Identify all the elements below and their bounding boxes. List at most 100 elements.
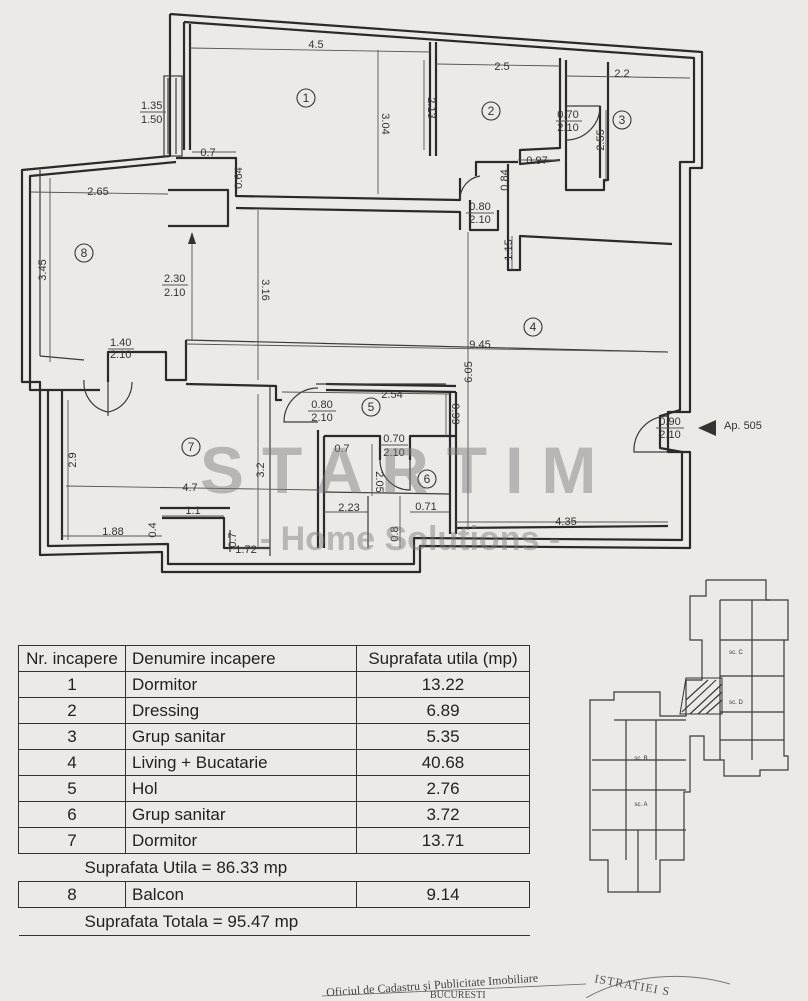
dim-label: 0.80: [311, 399, 332, 411]
table-row: 6 Grup sanitar 3.72: [18, 801, 531, 828]
keyplan-label: sc. D: [729, 700, 743, 706]
row-nr: 5: [18, 775, 126, 802]
watermark-subtitle: - Home Solutions -: [259, 520, 561, 558]
dim-label: 9.45: [469, 339, 490, 351]
row-name: Living + Bucatarie: [125, 749, 357, 776]
dim-label: 2.10: [110, 349, 131, 361]
header-area: Suprafata utila (mp): [355, 645, 531, 672]
dim-label: 1.15: [503, 239, 515, 260]
interior-walls: [39, 22, 673, 556]
dim-label: 0.70: [383, 433, 404, 445]
dim-label: 1.40: [110, 337, 131, 349]
useful-total-row: Suprafata Utila = 86.33 mp: [18, 853, 530, 882]
keyplan-label: sc. B: [634, 756, 647, 762]
table-row: 2 Dressing 6.89: [18, 697, 531, 724]
dim-label: 4.35: [555, 516, 576, 528]
row-area: 2.76: [355, 775, 531, 802]
dim-label: 0.64: [233, 167, 245, 188]
row-name: Grup sanitar: [125, 801, 357, 828]
dim-label: 2.9: [67, 452, 79, 467]
key-plan: sc. C sc. D sc. B sc. A: [589, 579, 789, 893]
stamp-underline: [321, 983, 587, 997]
dim-label: 1.50: [141, 114, 162, 126]
row-area: 9.14: [355, 881, 531, 908]
table-row: 8 Balcon 9.14: [18, 881, 531, 908]
header-nr: Nr. incapere: [18, 645, 126, 672]
dim-label: 2.10: [164, 287, 185, 299]
row-area: 5.35: [355, 723, 531, 750]
room-number-8: 8: [81, 246, 88, 260]
keyplan-label: sc. A: [634, 802, 647, 808]
row-name: Dormitor: [125, 671, 357, 698]
dim-label: 0.7: [227, 532, 239, 547]
outer-walls: [20, 12, 704, 574]
rooms-area-table: Nr. incapere Denumire incapere Suprafata…: [18, 645, 531, 936]
dim-label: 0.8: [389, 526, 401, 541]
room-number-6: 6: [424, 472, 431, 486]
row-area: 40.68: [355, 749, 531, 776]
dim-label: 0.7: [200, 147, 215, 159]
stamp-city-text: BUCURESTI: [430, 990, 486, 1001]
dim-label: 2.54: [381, 389, 402, 401]
dim-label: 1.1: [185, 505, 200, 517]
dim-label: 2.55: [595, 129, 607, 150]
grand-total: Suprafata Totala = 95.47 mp: [18, 907, 530, 936]
row-nr: 6: [18, 801, 126, 828]
row-nr: 7: [18, 827, 126, 854]
table-row: 1 Dormitor 13.22: [18, 671, 531, 698]
dim-label: 0.97: [526, 155, 547, 167]
apartment-label: Ap. 505: [724, 420, 762, 432]
dim-label: 0.99: [449, 403, 461, 424]
dim-label: 6.05: [463, 361, 475, 382]
row-area: 3.72: [355, 801, 531, 828]
room-number-2: 2: [488, 104, 495, 118]
dim-label: 2.05: [373, 471, 385, 492]
entrance-arrow-icon: [698, 420, 716, 436]
dim-label: 0.7: [334, 443, 349, 455]
header-name: Denumire incapere: [125, 645, 357, 672]
dim-label: 1.35: [141, 100, 162, 112]
dim-label: 2.10: [557, 122, 578, 134]
useful-total: Suprafata Utila = 86.33 mp: [18, 853, 530, 882]
dim-label: 2.10: [659, 429, 680, 441]
dim-label: 1.88: [102, 526, 123, 538]
dim-label: 2.13: [425, 97, 437, 118]
dim-label: 3.2: [255, 462, 267, 477]
dim-label: 0.84: [499, 169, 511, 190]
dim-label: 2.10: [311, 412, 332, 424]
room-number-4: 4: [530, 320, 537, 334]
seal-outline: [585, 975, 731, 998]
room-number-7: 7: [188, 440, 195, 454]
dim-label: 2.5: [494, 61, 509, 73]
dim-label: 3.04: [379, 113, 391, 134]
table-header-row: Nr. incapere Denumire incapere Suprafata…: [18, 645, 531, 672]
table-row: 4 Living + Bucatarie 40.68: [18, 749, 531, 776]
row-name: Dormitor: [125, 827, 357, 854]
dim-label: 4.7: [182, 482, 197, 494]
row-name: Balcon: [125, 881, 357, 908]
dim-label: 2.2: [614, 68, 629, 80]
row-nr: 2: [18, 697, 126, 724]
table-row: 3 Grup sanitar 5.35: [18, 723, 531, 750]
dim-label: 2.10: [383, 447, 404, 459]
door-swings: [83, 105, 669, 491]
dim-label: 3.45: [37, 259, 49, 280]
dimension-lines: [29, 47, 691, 549]
room-number-3: 3: [619, 113, 626, 127]
dim-label: 0.80: [469, 201, 490, 213]
dim-label: 0.4: [147, 522, 159, 537]
table-row: 7 Dormitor 13.71: [18, 827, 531, 854]
dim-label: 0.70: [557, 109, 578, 121]
row-nr: 4: [18, 749, 126, 776]
dim-label: 0.90: [659, 416, 680, 428]
watermark-title: STARTIM: [200, 433, 615, 507]
row-nr: 8: [18, 881, 126, 908]
table-row: 5 Hol 2.76: [18, 775, 531, 802]
row-area: 6.89: [355, 697, 531, 724]
dim-label: 2.23: [338, 502, 359, 514]
dim-label: 4.5: [308, 39, 323, 51]
row-nr: 1: [18, 671, 126, 698]
room-markers: 1 2 3 4 5 6 7 8: [74, 88, 632, 489]
dim-label: 2.30: [164, 273, 185, 285]
